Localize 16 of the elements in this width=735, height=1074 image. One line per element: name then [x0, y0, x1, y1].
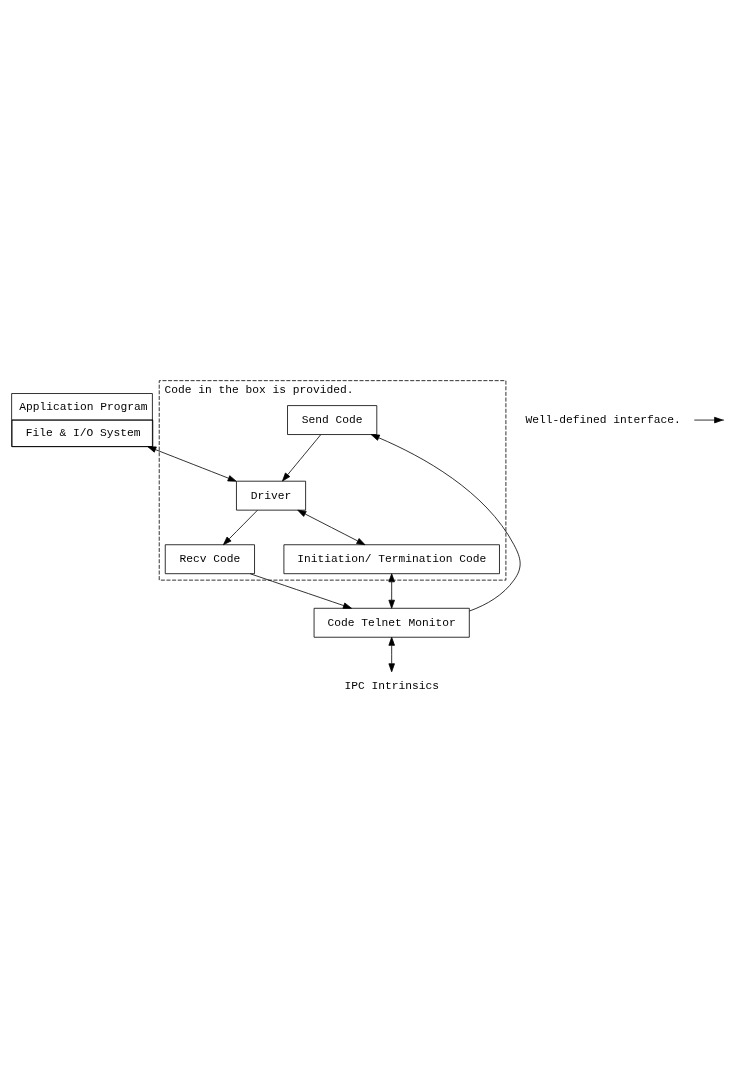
- arrow: [249, 572, 352, 609]
- arrow: [370, 433, 521, 611]
- node-text: IPC Intrinsics: [344, 679, 439, 692]
- node-box: Send Code: [287, 404, 378, 435]
- arrow: [297, 509, 366, 545]
- node-text: Well-defined interface.: [525, 413, 681, 426]
- node-box: Code Telnet Monitor: [313, 607, 470, 638]
- arrow: [388, 572, 395, 609]
- arrow: [147, 445, 237, 482]
- arrow: [223, 509, 258, 545]
- arrow: [693, 416, 724, 423]
- arrow: [282, 433, 322, 481]
- node-box: Driver: [236, 480, 306, 511]
- node-box: Recv Code: [164, 543, 255, 574]
- arrow: [388, 636, 395, 672]
- node-box: Initiation/ Termination Code: [283, 543, 500, 574]
